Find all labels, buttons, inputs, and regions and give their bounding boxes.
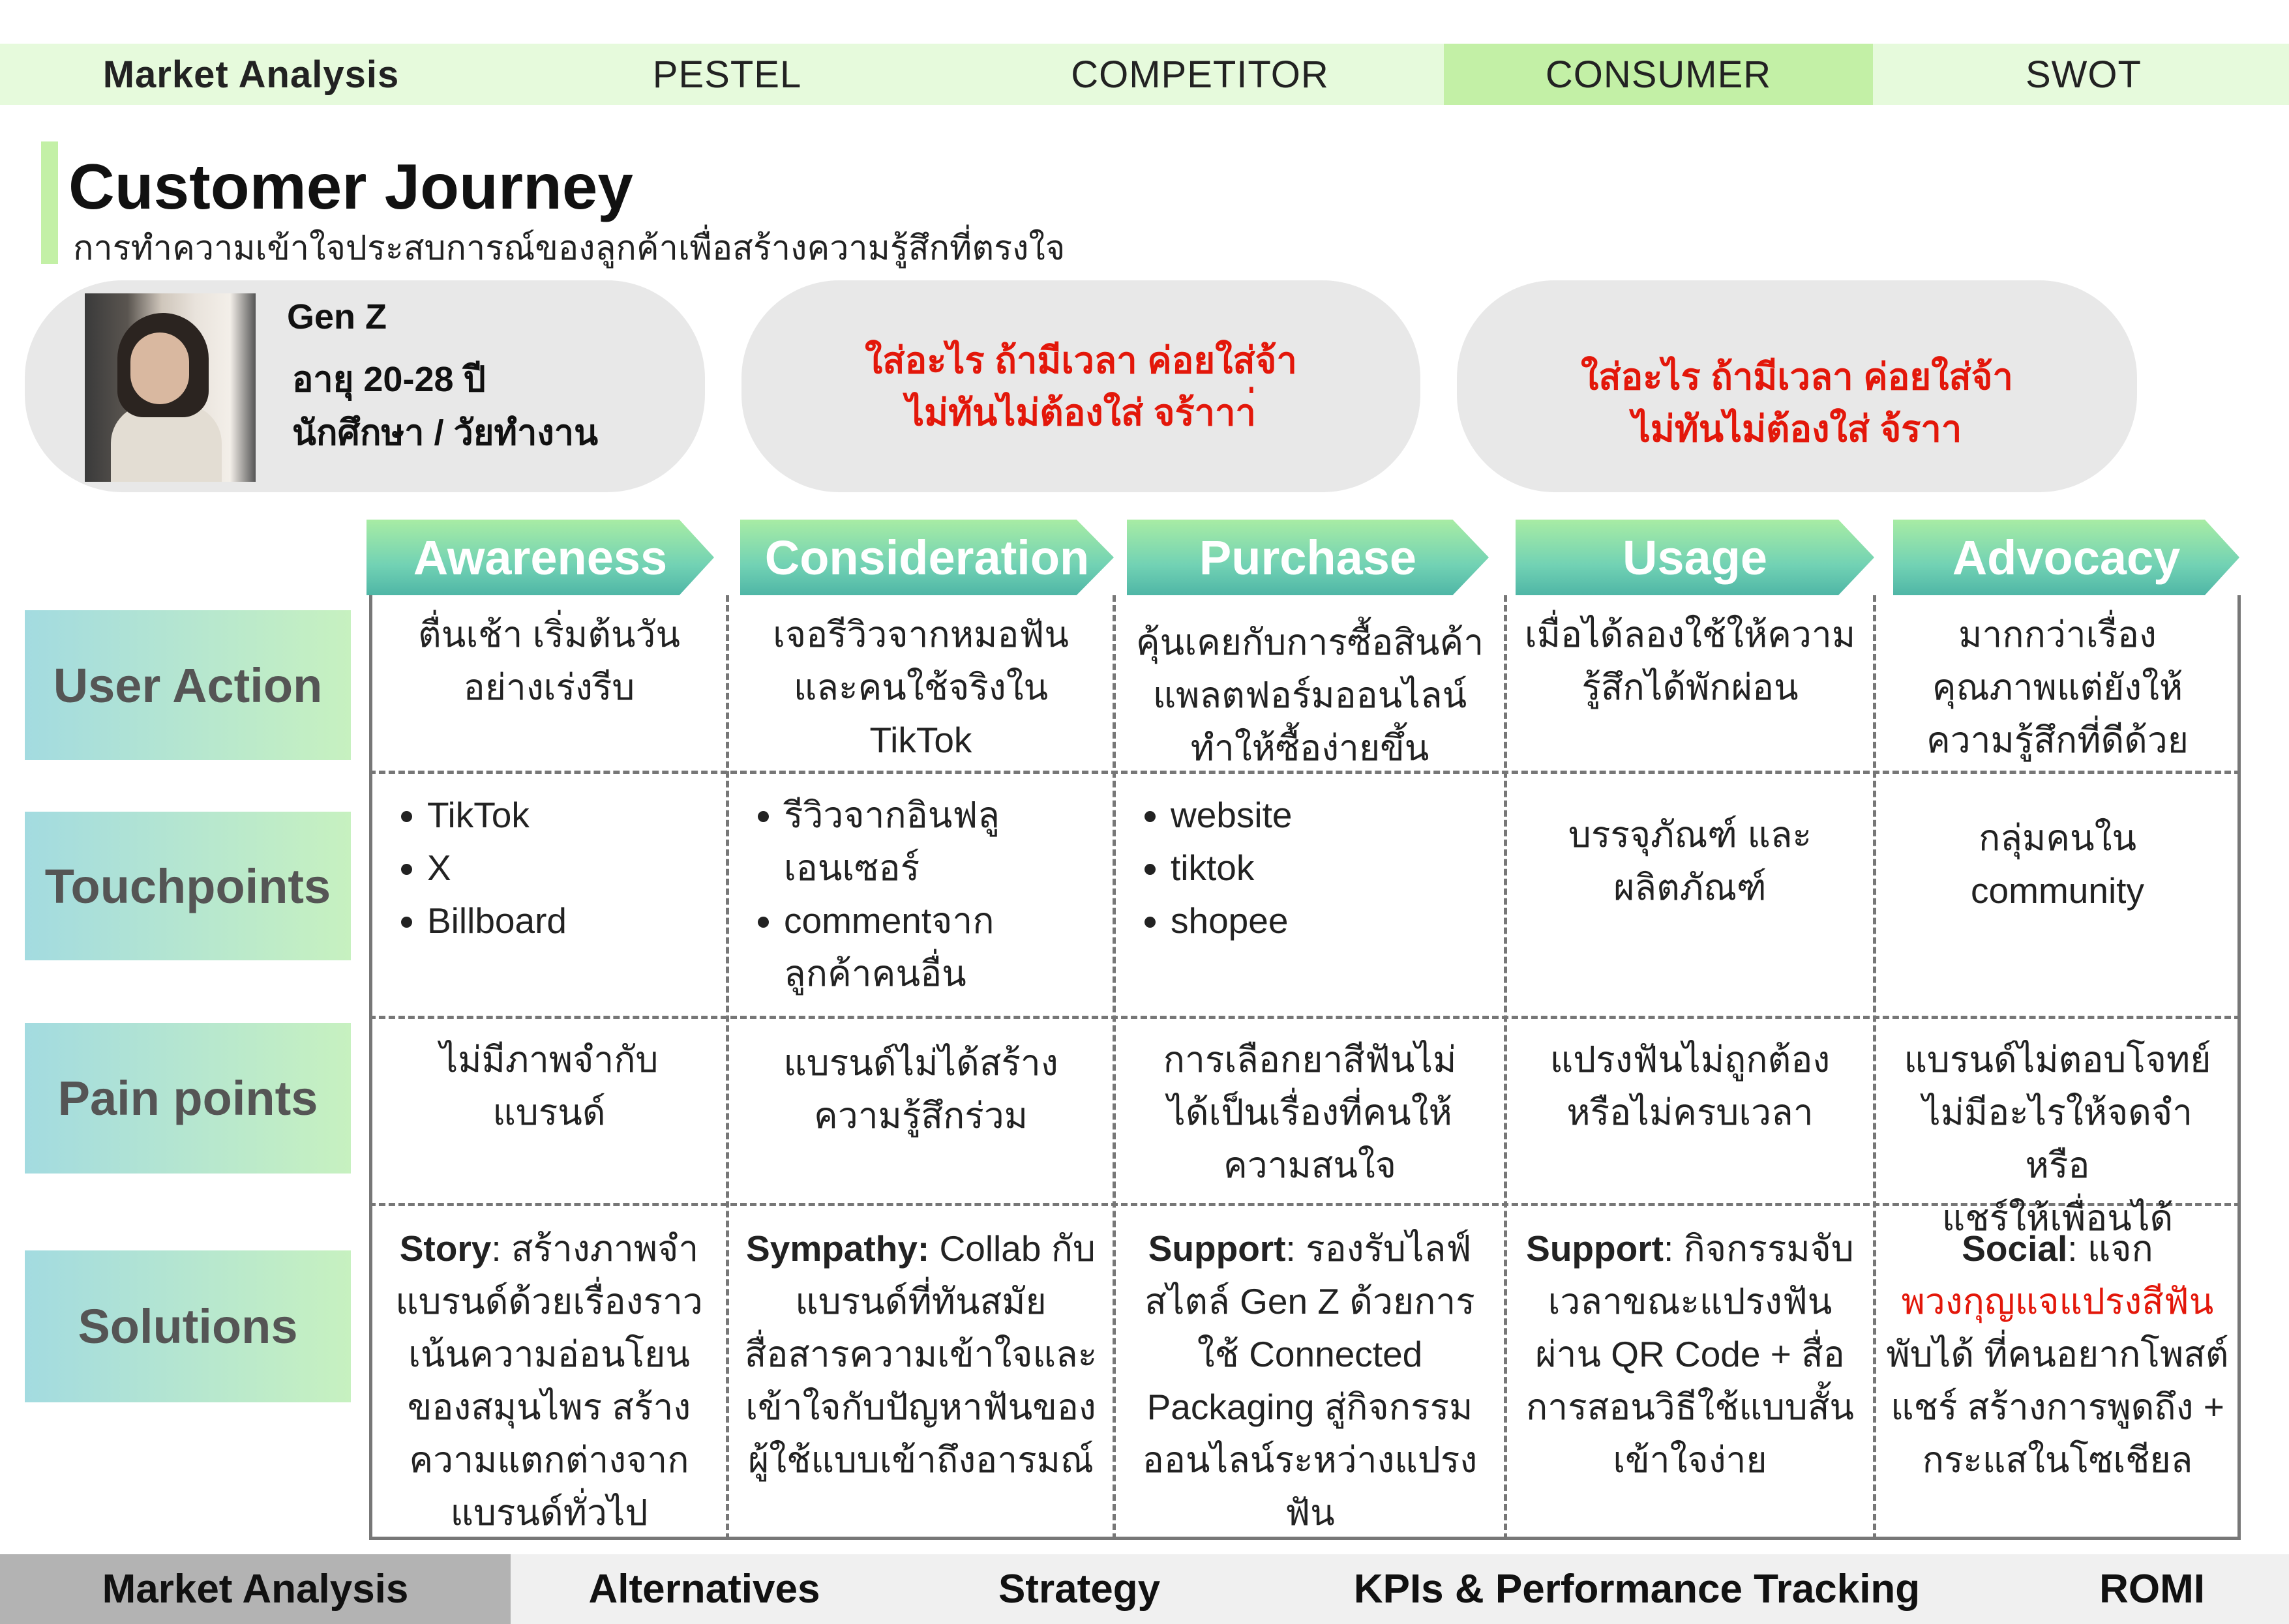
note-line: ใส่อะไร ถ้ามีเวลา ค่อยใส่จ้า [1581,355,2013,397]
solution-keyword: Support [1148,1228,1286,1269]
stage-advocacy: Advocacy [1893,520,2239,595]
list-item: commentจากลูกค้าคนอื่น [784,894,1012,1000]
row-label-solutions: Solutions [25,1250,351,1402]
page-title: Customer Journey [68,151,633,222]
cell-user-action-consideration: เจอรีวิวจากหมอฟัน และคนใช้จริงใน TikTok [773,614,1069,760]
row-label-user-action: User Action [25,610,351,760]
note-card-3: ใส่อะไร ถ้ามีเวลา ค่อยใส่จ้า ไม่ทันไม่ต้… [1457,280,2137,492]
cell-touchpoints-awareness: TikTokXBillboard [372,776,726,947]
list-item: website [1171,789,1292,842]
persona-generation: Gen Z [287,297,387,336]
divider [369,1016,2241,1019]
divider [1504,595,1507,1540]
cell-touchpoints-advocacy: กลุ่มคนใน community [1971,818,2144,911]
bottom-tab-kpis[interactable]: KPIs & Performance Tracking [1353,1567,1921,1612]
solution-keyword: Story [399,1228,492,1269]
solution-text: : แจก [2067,1228,2153,1269]
stage-awareness: Awareness [367,520,714,595]
divider [369,1203,2241,1206]
persona-age: อายุ 20-28 ปี [292,360,486,399]
list-item: tiktok [1171,842,1292,894]
solution-highlight: พวงกุญแจแปรงสีฟัน [1901,1281,2214,1321]
cell-solution-consideration: Sympathy: Collab กับแบรนด์ที่ทันสมัย สื่… [729,1209,1113,1486]
cell-pain-purchase: การเลือกยาสีฟันไม่ ได้เป็นเรื่องที่คนให้… [1163,1039,1457,1185]
cell-pain-awareness: ไม่มีภาพจำกับ แบรนด์ [440,1039,659,1132]
list-item: TikTok [427,789,567,842]
divider [369,771,2241,774]
cell-pain-consideration: แบรนด์ไม่ได้สร้าง ความรู้สึกร่วม [783,1042,1058,1136]
solution-text: Collab กับแบรนด์ที่ทันสมัย สื่อสารความเข… [744,1228,1098,1480]
note-line: ไม่ทันไม่ต้องใส่ จ้ราา [1632,407,1962,449]
stage-purchase: Purchase [1127,520,1489,595]
solution-text: : สร้างภาพจำแบรนด์ด้วยเรื่องราวเน้นความอ… [395,1228,703,1533]
bottom-tab-romi[interactable]: ROMI [2099,1567,2205,1612]
divider [726,595,729,1540]
cell-solution-usage: Support: กิจกรรมจับเวลาขณะแปรงฟันผ่าน QR… [1507,1209,1873,1486]
tab-swot[interactable]: SWOT [2026,53,2142,96]
solution-text: : รองรับไลฟ์สไตล์ Gen Z ด้วยการใช้ Conne… [1142,1228,1478,1533]
stage-consideration: Consideration [740,520,1114,595]
cell-user-action-usage: เมื่อได้ลองใช้ให้ความ รู้สึกได้พักผ่อน [1524,614,1856,707]
page-subtitle: การทำความเข้าใจประสบการณ์ของลูกค้าเพื่อส… [73,229,1066,267]
journey-table [369,595,2241,1540]
cell-solution-purchase: Support: รองรับไลฟ์สไตล์ Gen Z ด้วยการใช… [1116,1209,1504,1539]
divider [1113,595,1116,1540]
tab-pestel[interactable]: PESTEL [652,53,802,96]
cell-user-action-advocacy: มากกว่าเรื่อง คุณภาพแต่ยังให้ ความรู้สึก… [1926,614,2189,760]
cell-solution-advocacy: Social: แจกพวงกุญแจแปรงสีฟันพับได้ ที่คน… [1876,1209,2239,1486]
list-item: รีวิวจากอินฟลูเอนเซอร์ [784,789,1012,894]
cell-pain-usage: แปรงฟันไม่ถูกต้อง หรือไม่ครบเวลา [1549,1039,1831,1132]
list-item: X [427,842,567,894]
cell-pain-advocacy: แบรนด์ไม่ตอบโจทย์ ไม่มีอะไรให้จดจำ หรือ … [1904,1039,2211,1238]
row-label-touchpoints: Touchpoints [25,812,351,960]
persona-photo [85,293,256,482]
cell-user-action-purchase: คุ้นเคยกับการซื้อสินค้า แพลตฟอร์มออนไลน์… [1135,622,1484,768]
bottom-tab-market-analysis[interactable]: Market Analysis [0,1554,511,1624]
note-line: ใส่อะไร ถ้ามีเวลา ค่อยใส่จ้า [865,339,1297,381]
bottom-tab-strategy[interactable]: Strategy [998,1567,1161,1612]
solution-keyword: Support [1526,1228,1664,1269]
solution-text: : กิจกรรมจับเวลาขณะแปรงฟันผ่าน QR Code +… [1525,1228,1854,1480]
cell-touchpoints-usage: บรรจุภัณฑ์ และ ผลิตภัณฑ์ [1568,814,1812,908]
solution-text: พับได้ ที่คนอยากโพสต์แชร์ สร้างการพูดถึง… [1886,1334,2229,1480]
cell-touchpoints-purchase: websitetiktokshopee [1116,776,1504,947]
cell-user-action-awareness: ตื่นเช้า เริ่มต้นวัน อย่างเร่งรีบ [418,614,680,707]
note-line: ไม่ทันไม่ต้องใส่ จร้าาา่ [905,391,1256,433]
cell-solution-awareness: Story: สร้างภาพจำแบรนด์ด้วยเรื่องราวเน้น… [372,1209,726,1539]
title-accent-bar [41,141,58,264]
solution-keyword: Sympathy: [746,1228,930,1269]
tab-market-analysis[interactable]: Market Analysis [102,53,400,96]
divider [1873,595,1876,1540]
bottom-nav: Market Analysis Alternatives Strategy KP… [0,1554,2289,1624]
list-item: shopee [1171,894,1292,947]
tab-competitor[interactable]: COMPETITOR [1071,53,1329,96]
stage-usage: Usage [1516,520,1874,595]
persona-occupation: นักศึกษา / วัยทำงาน [292,413,598,452]
bottom-tab-alternatives[interactable]: Alternatives [588,1567,820,1612]
row-label-pain-points: Pain points [25,1023,351,1174]
note-card-2: ใส่อะไร ถ้ามีเวลา ค่อยใส่จ้า ไม่ทันไม่ต้… [741,280,1420,492]
solution-keyword: Social [1962,1228,2068,1269]
tab-consumer[interactable]: CONSUMER [1444,44,1873,105]
list-item: Billboard [427,894,567,947]
cell-touchpoints-consideration: รีวิวจากอินฟลูเอนเซอร์commentจากลูกค้าคน… [729,776,1113,1000]
top-nav: Market Analysis PESTEL COMPETITOR CONSUM… [0,44,2289,105]
